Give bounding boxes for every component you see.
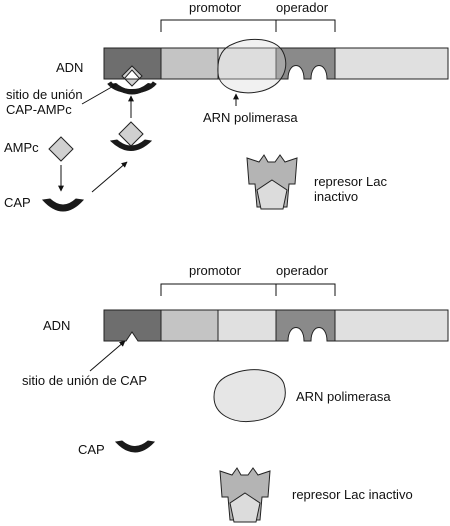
bottom-binding-site-label: sitio de unión de CAP <box>22 373 147 388</box>
top-repressor-label-2: inactivo <box>314 189 358 204</box>
top-operador-label: operador <box>276 0 329 15</box>
cap-label: CAP <box>4 195 31 210</box>
top-polymerase-label: ARN polimerasa <box>203 110 298 125</box>
bottom-operador-label: operador <box>276 263 329 278</box>
top-adn-label: ADN <box>56 60 83 75</box>
bottom-cap-site-segment <box>103 309 162 342</box>
bottom-panel: promotor operador ADN sitio de unión de … <box>22 263 449 523</box>
top-lac-repressor <box>246 154 298 210</box>
bottom-operator-segment <box>275 309 336 342</box>
bottom-adn-label: ADN <box>43 318 70 333</box>
bottom-cap-icon <box>114 440 156 453</box>
top-repressor-core-icon <box>256 179 288 210</box>
bottom-region-brackets: promotor operador <box>160 263 336 296</box>
ampc-label: AMPc <box>4 140 39 155</box>
bottom-promotor-label: promotor <box>189 263 242 278</box>
bottom-promoter-segment-2 <box>217 309 277 342</box>
top-repressor-label-1: represor Lac <box>314 174 387 189</box>
top-floating-cap-ampc <box>109 121 153 151</box>
bottom-promoter-segment <box>160 309 219 342</box>
top-floating-ampc-icon <box>118 121 144 147</box>
top-downstream-segment <box>334 47 449 80</box>
top-rna-polymerase <box>217 38 287 94</box>
bottom-polymerase-label: ARN polimerasa <box>296 389 391 404</box>
cap-icon <box>41 198 85 212</box>
ampc-icon <box>48 136 74 162</box>
bottom-downstream-segment <box>334 309 449 342</box>
bottom-rna-polymerase-icon <box>213 369 286 423</box>
bottom-dna-strand: ADN <box>43 309 449 342</box>
top-region-brackets: promotor operador <box>160 0 336 32</box>
top-panel: promotor operador ADN ARN polimerasa sit… <box>4 0 449 212</box>
top-binding-site-label-2: CAP-AMPc <box>6 102 72 117</box>
top-promoter-segment-2 <box>217 47 277 80</box>
top-promoter-segment <box>160 47 219 80</box>
bottom-repressor-label: represor Lac inactivo <box>292 487 413 502</box>
top-promotor-label: promotor <box>189 0 242 15</box>
top-binding-site-label-1: sitio de unión <box>6 87 83 102</box>
bottom-cap-label: CAP <box>78 442 105 457</box>
top-operator-segment <box>275 47 336 80</box>
bottom-lac-repressor <box>219 467 271 523</box>
bottom-repressor-core-icon <box>229 492 261 523</box>
top-floating-cap-icon <box>109 139 153 151</box>
